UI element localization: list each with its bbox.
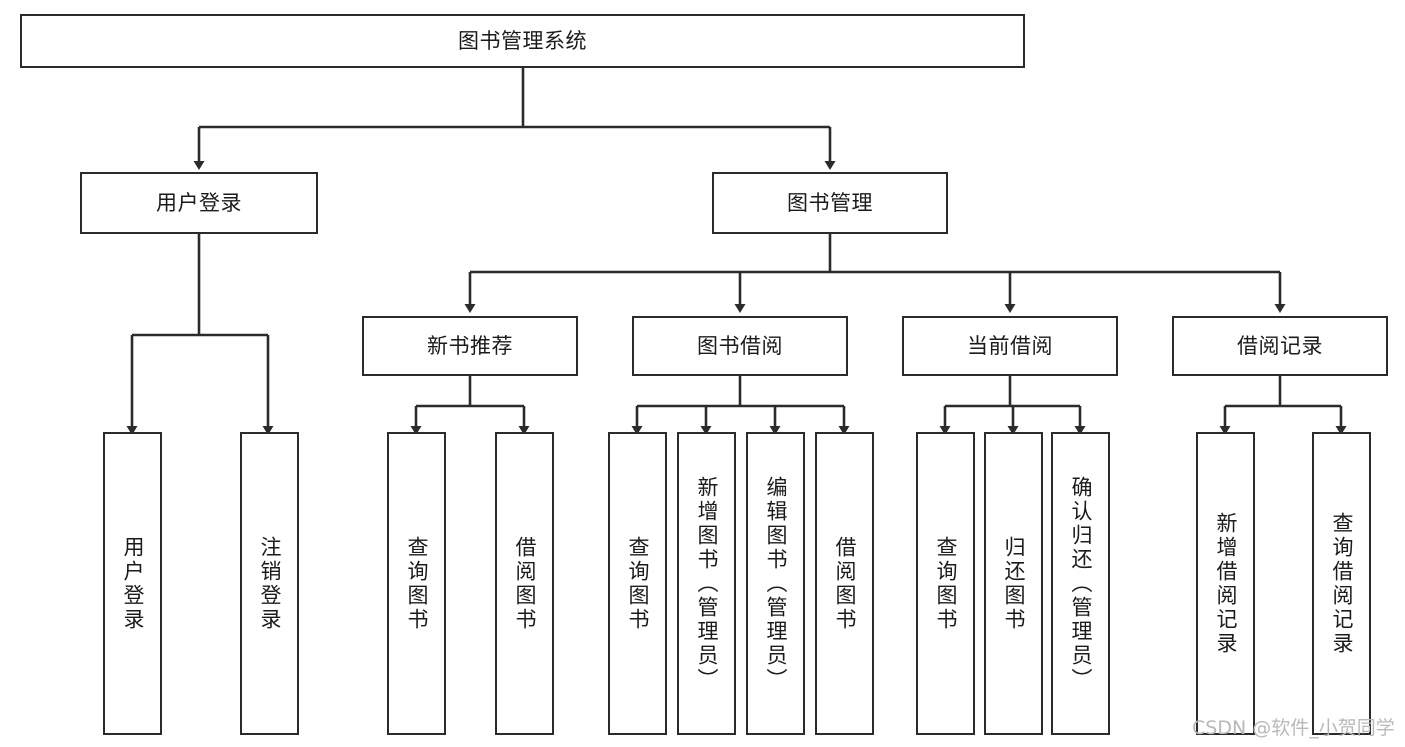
node-leaf-edit-book-label: 编辑图书（管理员）	[764, 475, 788, 692]
node-leaf-user-login-label: 用户登录	[121, 535, 145, 632]
csdn-watermark: CSDN @软件_小贺同学	[1192, 717, 1395, 739]
node-book-borrow-label: 图书借阅	[697, 333, 783, 358]
node-current-borrow-label: 当前借阅	[967, 333, 1053, 358]
node-leaf-query-record[interactable]: 查询借阅记录	[1312, 432, 1371, 735]
node-leaf-return-book[interactable]: 归还图书	[984, 432, 1043, 735]
node-leaf-confirm-return[interactable]: 确认归还（管理员）	[1051, 432, 1110, 735]
node-leaf-query-book-2-label: 查询图书	[626, 535, 650, 632]
node-leaf-query-book-1[interactable]: 查询图书	[387, 432, 446, 735]
node-leaf-edit-book[interactable]: 编辑图书（管理员）	[746, 432, 805, 735]
node-leaf-borrow-book-2[interactable]: 借阅图书	[815, 432, 874, 735]
node-current-borrow[interactable]: 当前借阅	[902, 316, 1118, 376]
node-book-manage-label: 图书管理	[787, 190, 873, 215]
node-user-login-label: 用户登录	[156, 190, 242, 215]
node-leaf-user-login[interactable]: 用户登录	[103, 432, 162, 735]
node-leaf-add-book[interactable]: 新增图书（管理员）	[677, 432, 736, 735]
node-leaf-query-book-3-label: 查询图书	[934, 535, 958, 632]
node-leaf-borrow-book-1-label: 借阅图书	[513, 535, 537, 632]
node-leaf-borrow-book-2-label: 借阅图书	[833, 535, 857, 632]
node-leaf-return-book-label: 归还图书	[1002, 535, 1026, 632]
node-leaf-user-logout-label: 注销登录	[258, 535, 282, 632]
node-leaf-user-logout[interactable]: 注销登录	[240, 432, 299, 735]
node-leaf-confirm-return-label: 确认归还（管理员）	[1069, 475, 1093, 692]
node-user-login[interactable]: 用户登录	[80, 172, 318, 234]
node-root-label: 图书管理系统	[458, 28, 587, 53]
node-leaf-query-book-1-label: 查询图书	[405, 535, 429, 632]
node-book-borrow[interactable]: 图书借阅	[632, 316, 848, 376]
node-new-book-rec-label: 新书推荐	[427, 333, 513, 358]
node-borrow-record[interactable]: 借阅记录	[1172, 316, 1388, 376]
node-leaf-add-record-label: 新增借阅记录	[1214, 511, 1238, 656]
node-leaf-query-book-3[interactable]: 查询图书	[916, 432, 975, 735]
node-book-manage[interactable]: 图书管理	[712, 172, 948, 234]
node-root[interactable]: 图书管理系统	[20, 14, 1025, 68]
node-borrow-record-label: 借阅记录	[1237, 333, 1323, 358]
node-new-book-rec[interactable]: 新书推荐	[362, 316, 578, 376]
node-leaf-query-record-label: 查询借阅记录	[1330, 511, 1354, 656]
node-leaf-query-book-2[interactable]: 查询图书	[608, 432, 667, 735]
node-leaf-borrow-book-1[interactable]: 借阅图书	[495, 432, 554, 735]
node-leaf-add-book-label: 新增图书（管理员）	[695, 475, 719, 692]
node-leaf-add-record[interactable]: 新增借阅记录	[1196, 432, 1255, 735]
